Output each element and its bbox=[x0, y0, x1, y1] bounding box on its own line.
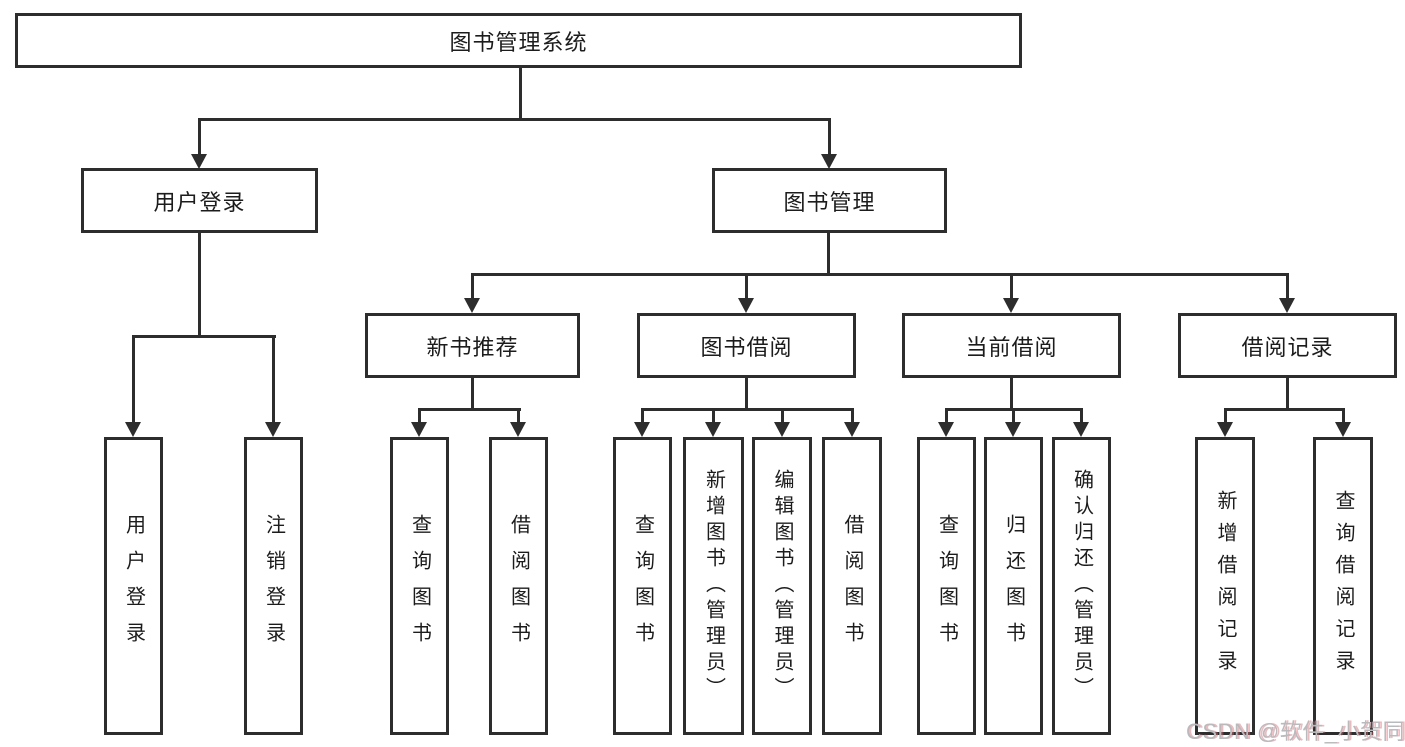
arrow-down-icon bbox=[1003, 298, 1019, 313]
connector-current-stem bbox=[1010, 378, 1013, 409]
csdn-watermark: CSDN @软件_小贺同学 bbox=[1186, 719, 1405, 744]
leaf-confirm-return-admin: 确认归还（管理员） bbox=[1052, 437, 1111, 735]
leaf-add-book-admin: 新增图书（管理员） bbox=[683, 437, 744, 735]
connector-arrow-recommend-shaft bbox=[471, 273, 474, 299]
connector-records-stem bbox=[1286, 378, 1289, 409]
node-new-book-recommend-label: 新书推荐 bbox=[426, 334, 519, 360]
connector-leaf-arrow-shaft bbox=[418, 408, 421, 423]
leaf-borrow-query-books: 查询图书 bbox=[613, 437, 672, 735]
leaf-recommend-borrow-books: 借阅图书 bbox=[489, 437, 548, 735]
arrow-down-icon bbox=[265, 422, 281, 437]
leaf-user-login: 用户登录 bbox=[104, 437, 163, 735]
node-borrow-records: 借阅记录 bbox=[1178, 313, 1397, 378]
arrow-down-icon bbox=[411, 422, 427, 437]
leaf-current-query-books: 查询图书 bbox=[917, 437, 976, 735]
connector-borrow-stem bbox=[745, 378, 748, 409]
node-current-borrow: 当前借阅 bbox=[902, 313, 1121, 378]
node-book-borrow-label: 图书借阅 bbox=[700, 334, 793, 360]
leaf-add-borrow-record: 新增借阅记录 bbox=[1195, 437, 1255, 735]
connector-leaf-arrow-shaft bbox=[641, 408, 644, 423]
leaf-edit-book-admin: 编辑图书（管理员） bbox=[752, 437, 812, 735]
connector-arrow-current-shaft bbox=[1010, 273, 1013, 299]
leaf-query-borrow-record-label: 查询借阅记录 bbox=[1332, 490, 1354, 682]
connector-arrow-leaf-logout-shaft bbox=[272, 335, 275, 422]
arrow-down-icon bbox=[938, 422, 954, 437]
node-borrow-records-label: 借阅记录 bbox=[1241, 334, 1334, 360]
connector-book-mgmt-stem bbox=[827, 233, 830, 273]
connector-arrow-borrow-shaft bbox=[745, 273, 748, 299]
node-root-label: 图书管理系统 bbox=[449, 29, 588, 55]
leaf-current-query-books-label: 查询图书 bbox=[935, 514, 958, 658]
arrow-down-icon bbox=[634, 422, 650, 437]
leaf-recommend-borrow-books-label: 借阅图书 bbox=[507, 514, 530, 658]
node-book-borrow: 图书借阅 bbox=[637, 313, 856, 378]
leaf-borrow-books-label: 借阅图书 bbox=[841, 514, 863, 658]
node-new-book-recommend: 新书推荐 bbox=[365, 313, 580, 378]
leaf-return-books-label: 归还图书 bbox=[1002, 514, 1025, 658]
leaf-add-borrow-record-label: 新增借阅记录 bbox=[1214, 490, 1236, 682]
arrow-down-icon bbox=[738, 298, 754, 313]
connector-arrow-records-shaft bbox=[1286, 273, 1289, 299]
leaf-user-login-label: 用户登录 bbox=[122, 514, 145, 658]
leaf-recommend-query-books: 查询图书 bbox=[390, 437, 449, 735]
arrow-down-icon bbox=[1279, 298, 1295, 313]
arrow-down-icon bbox=[125, 422, 141, 437]
connector-arrow-book-mgmt-shaft bbox=[828, 118, 831, 155]
arrow-down-icon bbox=[1335, 422, 1351, 437]
node-user-login-label: 用户登录 bbox=[153, 189, 246, 215]
connector-arrow-leaf-login-shaft bbox=[132, 335, 135, 422]
arrow-down-icon bbox=[1217, 422, 1233, 437]
connector-leaf-arrow-shaft bbox=[712, 408, 715, 423]
connector-user-login-stem bbox=[198, 233, 201, 336]
leaf-recommend-query-books-label: 查询图书 bbox=[408, 514, 431, 658]
arrow-down-icon bbox=[464, 298, 480, 313]
arrow-down-icon bbox=[844, 422, 860, 437]
leaf-borrow-query-books-label: 查询图书 bbox=[631, 514, 654, 658]
arrow-down-icon bbox=[1005, 422, 1021, 437]
arrow-down-icon bbox=[821, 154, 837, 169]
connector-leaf-arrow-shaft bbox=[517, 408, 520, 423]
connector-leaf-arrow-shaft bbox=[781, 408, 784, 423]
arrow-down-icon bbox=[705, 422, 721, 437]
node-book-management-label: 图书管理 bbox=[783, 189, 876, 215]
connector-leaf-arrow-shaft bbox=[1342, 408, 1345, 423]
arrow-down-icon bbox=[191, 154, 207, 169]
arrow-down-icon bbox=[1073, 422, 1089, 437]
connector-level2-bus bbox=[198, 118, 831, 121]
connector-recommend-stem bbox=[471, 378, 474, 409]
connector-leaf-arrow-shaft bbox=[945, 408, 948, 423]
connector-borrow-bus bbox=[641, 408, 853, 411]
leaf-return-books: 归还图书 bbox=[984, 437, 1043, 735]
leaf-confirm-return-admin-label: 确认归还（管理员） bbox=[1070, 469, 1093, 703]
leaf-edit-book-admin-label: 编辑图书（管理员） bbox=[771, 469, 793, 703]
arrow-down-icon bbox=[774, 422, 790, 437]
leaf-logout-label: 注销登录 bbox=[262, 514, 285, 658]
node-user-login: 用户登录 bbox=[81, 168, 318, 233]
node-book-management: 图书管理 bbox=[712, 168, 947, 233]
connector-recommend-bus bbox=[418, 408, 521, 411]
connector-records-bus bbox=[1224, 408, 1344, 411]
connector-leaf-arrow-shaft bbox=[851, 408, 854, 423]
leaf-logout: 注销登录 bbox=[244, 437, 303, 735]
leaf-query-borrow-record: 查询借阅记录 bbox=[1313, 437, 1373, 735]
connector-leaf-arrow-shaft bbox=[1224, 408, 1227, 423]
connector-level3-bus bbox=[471, 273, 1289, 276]
node-current-borrow-label: 当前借阅 bbox=[965, 334, 1058, 360]
connector-login-bus bbox=[132, 335, 276, 338]
node-root: 图书管理系统 bbox=[15, 13, 1022, 68]
leaf-add-book-admin-label: 新增图书（管理员） bbox=[702, 469, 725, 703]
connector-root-stem bbox=[519, 68, 522, 118]
leaf-borrow-books: 借阅图书 bbox=[822, 437, 882, 735]
connector-arrow-user-login-shaft bbox=[198, 118, 201, 155]
connector-leaf-arrow-shaft bbox=[1080, 408, 1083, 423]
arrow-down-icon bbox=[510, 422, 526, 437]
connector-leaf-arrow-shaft bbox=[1012, 408, 1015, 423]
